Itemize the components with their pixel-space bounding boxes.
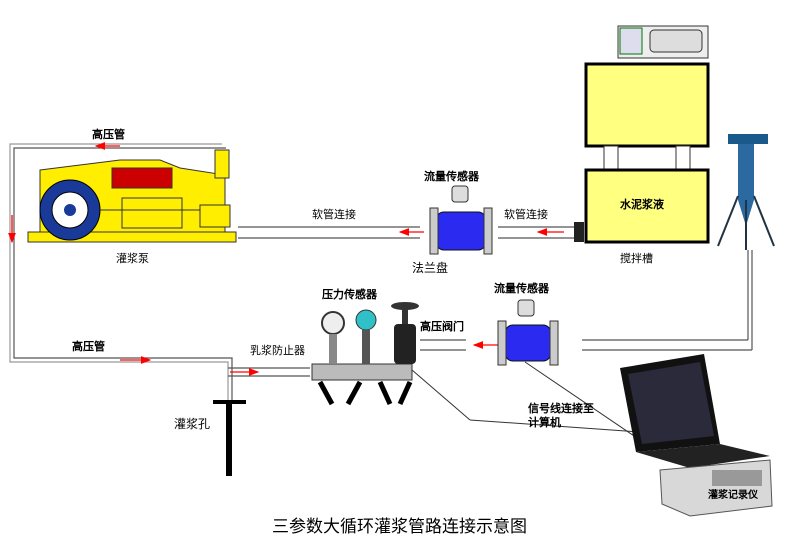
- flow-sensor-bottom: [497, 299, 559, 366]
- label-flow-sensor-bottom: 流量传感器: [494, 281, 550, 295]
- label-hose-right: 软管连接: [504, 207, 548, 221]
- label-flow-sensor-top: 流量传感器: [424, 169, 480, 183]
- grout-pump: [27, 149, 237, 243]
- grout-hole: [213, 400, 246, 476]
- label-anti-slurry: 乳浆防止器: [250, 343, 305, 357]
- flow-arrows: [8, 142, 564, 376]
- label-pressure-sensor: 压力传感器: [322, 287, 378, 301]
- label-hose-left: 软管连接: [312, 207, 356, 221]
- diagram-title: 三参数大循环灌浆管路连接示意图: [272, 517, 527, 537]
- label-mixing-tank: 搅拌槽: [620, 251, 653, 265]
- label-grout-pump: 灌浆泵: [116, 251, 149, 265]
- label-signal-line-1: 信号线连接至: [528, 401, 594, 415]
- label-signal-line-2: 计算机: [528, 415, 561, 429]
- flow-sensor-top: [429, 185, 493, 255]
- label-grout-recorder: 灌浆记录仪: [708, 488, 759, 501]
- label-cement-slurry: 水泥浆液: [620, 197, 665, 211]
- label-high-pressure-pipe-top: 高压管: [92, 127, 125, 141]
- mixing-tank: [574, 25, 710, 244]
- pressure-assembly: [311, 302, 419, 406]
- label-high-pressure-valve: 高压阀门: [420, 319, 464, 333]
- signal-lines: [411, 361, 641, 441]
- laptop-recorder: [620, 354, 773, 517]
- mixer-device: [717, 134, 775, 250]
- label-grout-hole: 灌浆孔: [174, 416, 210, 431]
- label-flange: 法兰盘: [412, 260, 448, 275]
- label-high-pressure-pipe-bottom: 高压管: [72, 339, 105, 353]
